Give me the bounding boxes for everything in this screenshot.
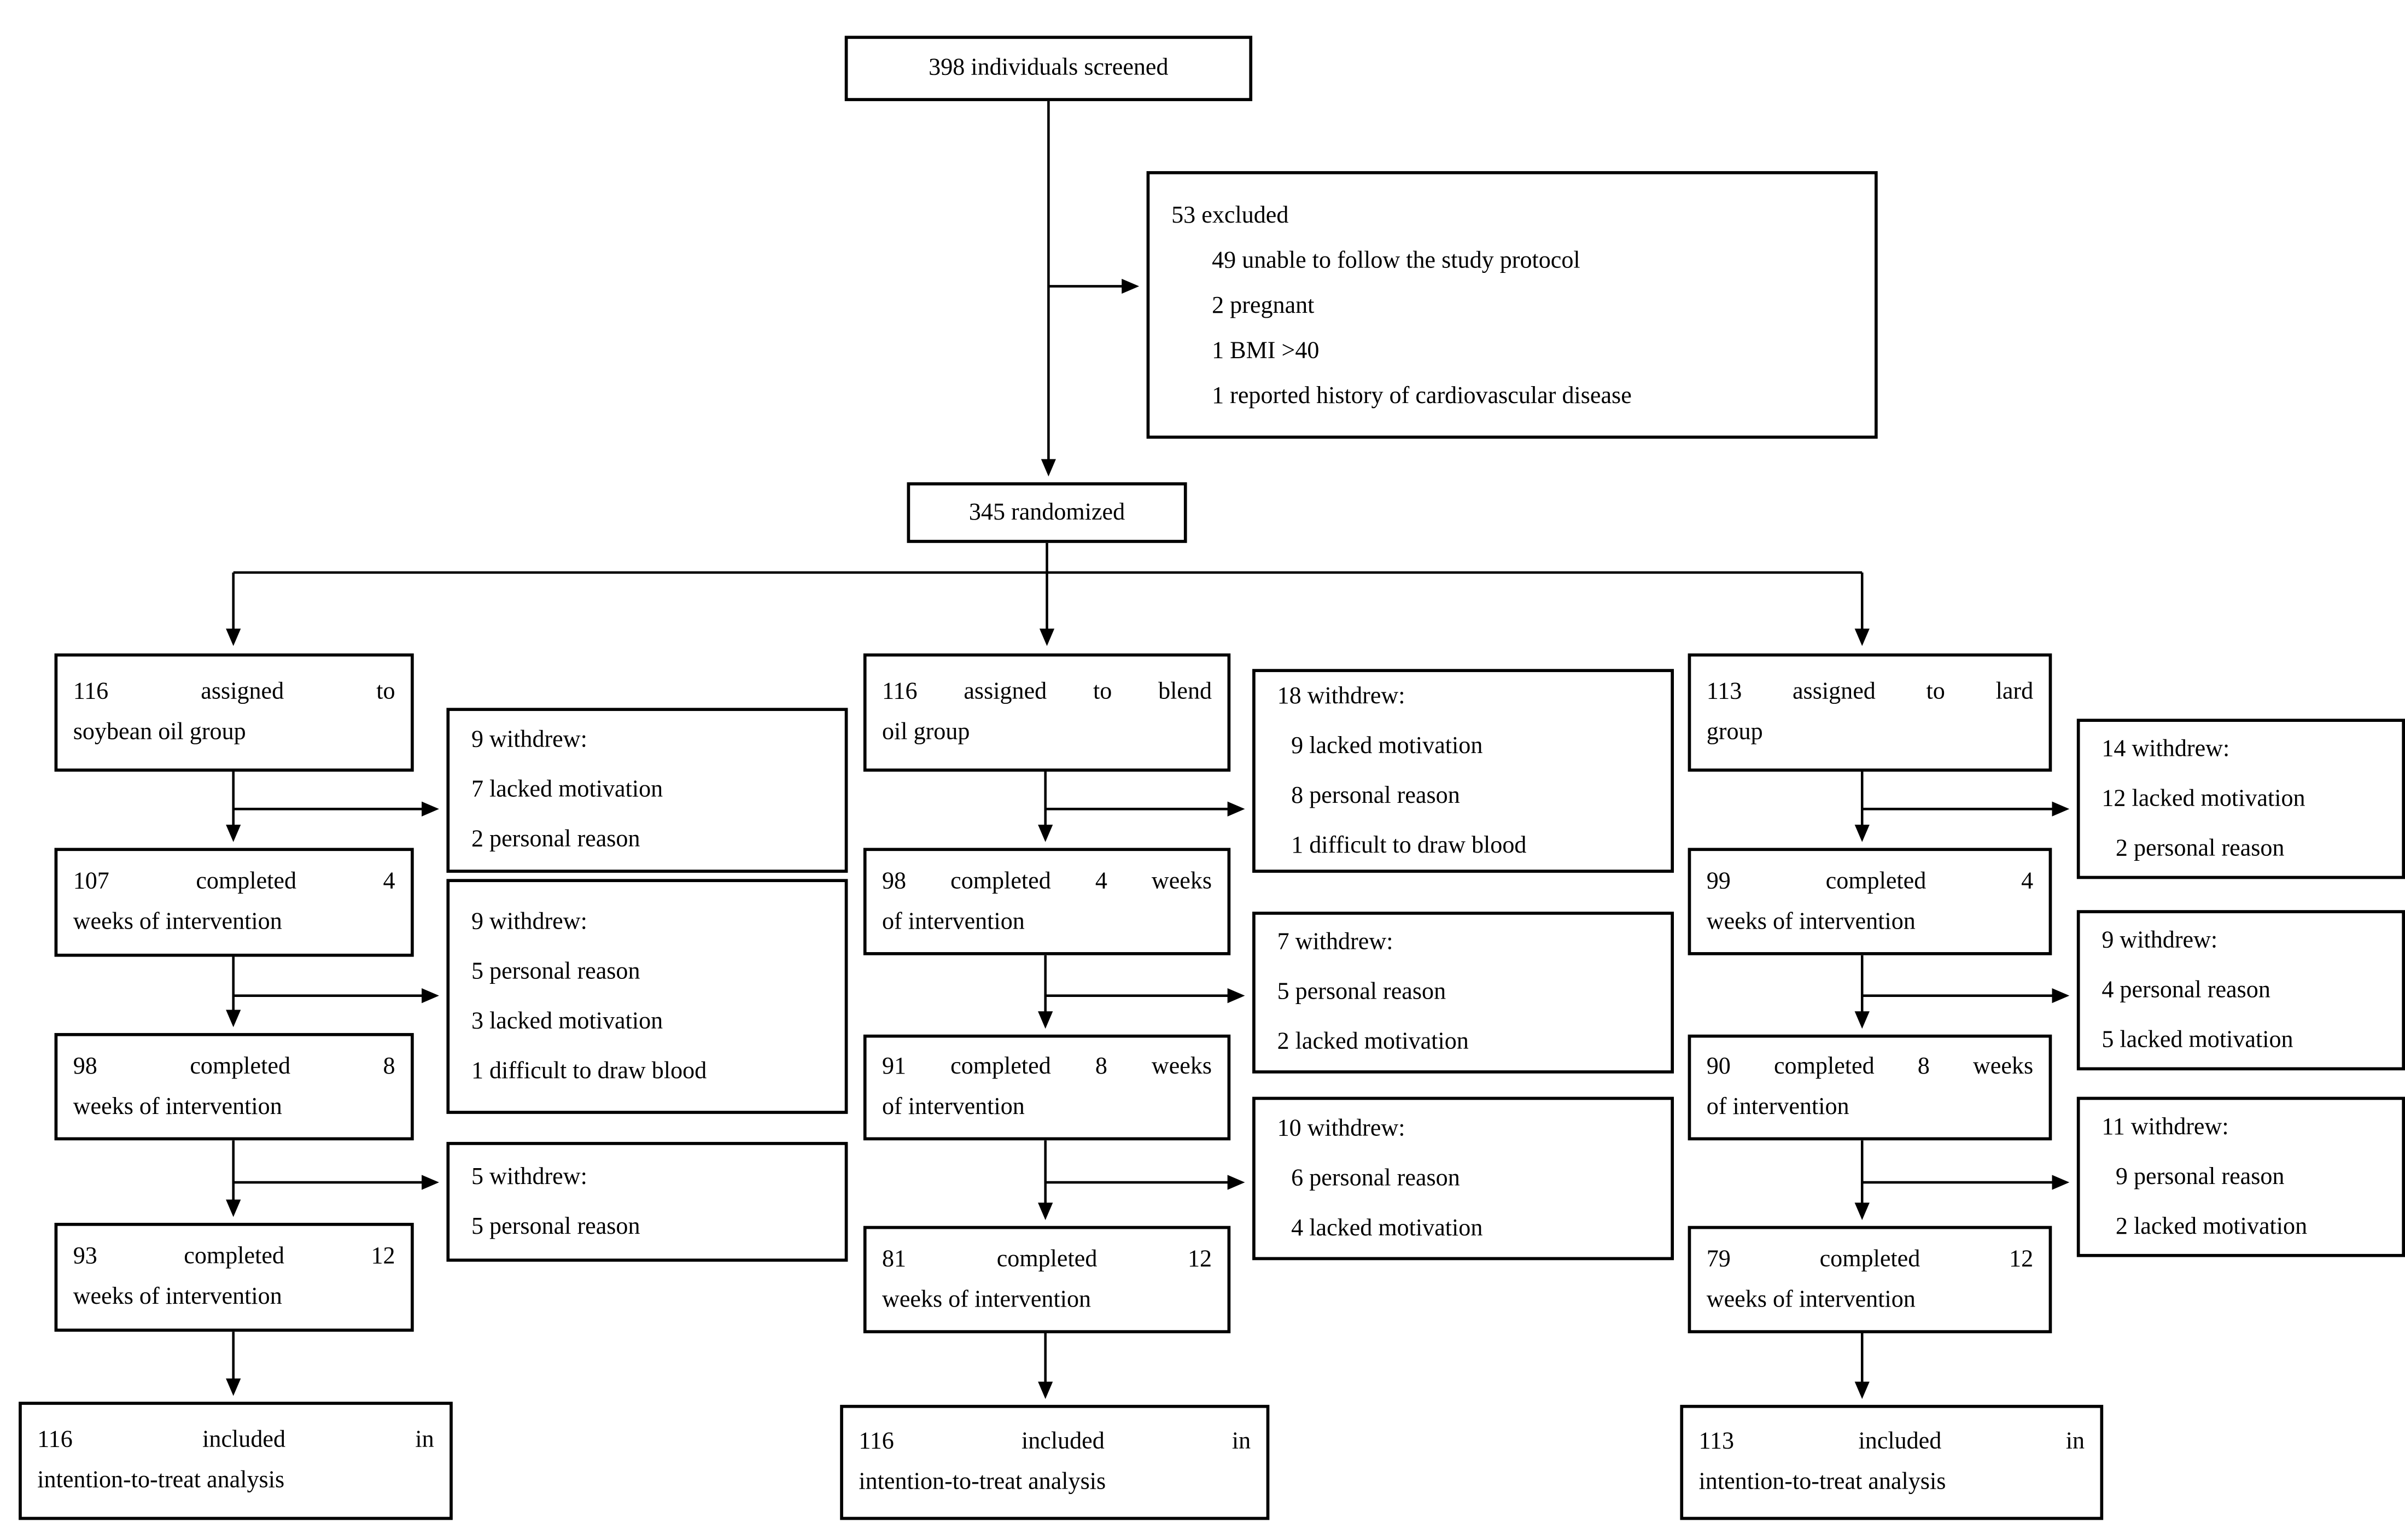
week4-line-2: weeks of intervention (73, 908, 282, 935)
week8-line-1: 98 completed 8 (73, 1052, 395, 1079)
box-blend-week4: 98 completed 4 weeks of intervention (863, 848, 1231, 955)
box-excluded: 53 excluded 49 unable to follow the stud… (1146, 171, 1878, 439)
assigned-line-2: oil group (882, 719, 970, 745)
box-lard-withdrew-1: 14 withdrew: 12 lacked motivation 2 pers… (2076, 719, 2405, 879)
week4-line-2: of intervention (882, 907, 1025, 935)
box-soybean-withdrew-1: 9 withdrew: 7 lacked motivation 2 person… (446, 708, 848, 873)
itt-line-2: intention-to-treat analysis (859, 1468, 1106, 1495)
itt-line-2: intention-to-treat analysis (37, 1467, 285, 1494)
box-blend-withdrew-2: 7 withdrew: 5 personal reason 2 lacked m… (1252, 912, 1674, 1074)
withdrew-reason-3: 1 difficult to draw blood (1291, 831, 1527, 858)
screened-label: 398 individuals screened (929, 54, 1169, 81)
withdrew-reason-1: 5 personal reason (1277, 978, 1446, 1005)
connector-lines (226, 101, 2070, 1399)
box-lard-week12: 79 completed 12 weeks of intervention (1688, 1226, 2052, 1333)
week8-line-1: 90 completed 8 weeks (1706, 1053, 2034, 1080)
withdrew-reason-2: 3 lacked motivation (471, 1007, 663, 1034)
week12-line-1: 79 completed 12 (1706, 1245, 2034, 1272)
box-randomized: 345 randomized (907, 482, 1187, 543)
week4-line-1: 107 completed 4 (73, 868, 395, 895)
withdrew-reason-2: 8 personal reason (1291, 781, 1460, 808)
box-soybean-withdrew-3: 5 withdrew: 5 personal reason (446, 1142, 848, 1262)
withdrew-reason-1: 9 personal reason (2115, 1163, 2285, 1189)
week8-line-2: weeks of intervention (73, 1093, 282, 1119)
withdrew-reason-2: 4 lacked motivation (1291, 1214, 1483, 1241)
week8-line-2: of intervention (1706, 1093, 1849, 1121)
box-soybean-assigned: 116 assigned to soybean oil group (54, 653, 414, 772)
box-lard-assigned: 113 assigned to lard group (1688, 653, 2052, 772)
withdrew-total: 5 withdrew: (471, 1163, 587, 1189)
itt-line-2: intention-to-treat analysis (1698, 1468, 1946, 1495)
box-soybean-itt: 116 included in intention-to-treat analy… (19, 1402, 453, 1520)
box-blend-assigned: 116 assigned to blend oil group (863, 653, 1231, 772)
withdrew-reason-1: 4 personal reason (2102, 976, 2270, 1003)
withdrew-reason-2: 2 personal reason (2115, 835, 2285, 861)
withdrew-total: 9 withdrew: (471, 907, 587, 935)
assigned-line-1: 113 assigned to lard (1706, 678, 2034, 705)
withdrew-reason-2: 2 lacked motivation (2115, 1212, 2308, 1239)
excluded-reason-3: 1 BMI >40 (1212, 336, 1320, 364)
itt-line-1: 116 included in (859, 1428, 1251, 1455)
withdrew-reason-1: 6 personal reason (1291, 1164, 1460, 1191)
week12-line-1: 93 completed 12 (73, 1242, 395, 1270)
box-soybean-week12: 93 completed 12 weeks of intervention (54, 1223, 414, 1332)
week12-line-1: 81 completed 12 (882, 1245, 1212, 1272)
box-lard-itt: 113 included in intention-to-treat analy… (1680, 1404, 2104, 1520)
withdrew-reason-1: 5 personal reason (471, 1212, 640, 1239)
week8-line-1: 91 completed 8 weeks (882, 1053, 1212, 1080)
box-lard-week8: 90 completed 8 weeks of intervention (1688, 1034, 2052, 1141)
excluded-reason-1: 49 unable to follow the study protocol (1212, 246, 1580, 273)
excluded-reason-4: 1 reported history of cardiovascular dis… (1212, 382, 1632, 409)
box-blend-itt: 116 included in intention-to-treat analy… (840, 1404, 1270, 1520)
week12-line-2: weeks of intervention (882, 1286, 1091, 1312)
excluded-reason-2: 2 pregnant (1212, 291, 1315, 318)
week4-line-2: weeks of intervention (1706, 907, 1916, 935)
assigned-line-1: 116 assigned to (73, 678, 395, 705)
box-soybean-week8: 98 completed 8 weeks of intervention (54, 1032, 414, 1141)
withdrew-reason-1: 5 personal reason (471, 957, 640, 984)
box-blend-withdrew-1: 18 withdrew: 9 lacked motivation 8 perso… (1252, 669, 1674, 873)
week4-line-1: 99 completed 4 (1706, 867, 2034, 894)
withdrew-total: 7 withdrew: (1277, 929, 1393, 955)
withdrew-reason-2: 2 lacked motivation (1277, 1028, 1469, 1055)
withdrew-total: 9 withdrew: (2102, 926, 2218, 953)
box-screened: 398 individuals screened (844, 36, 1253, 101)
withdrew-total: 10 withdrew: (1277, 1115, 1405, 1141)
withdrew-total: 18 withdrew: (1277, 682, 1405, 709)
excluded-total: 53 excluded (1171, 201, 1289, 228)
withdrew-reason-2: 5 lacked motivation (2102, 1026, 2293, 1053)
withdrew-reason-1: 7 lacked motivation (471, 776, 663, 803)
withdrew-total: 11 withdrew: (2102, 1113, 2229, 1140)
withdrew-reason-1: 12 lacked motivation (2102, 785, 2305, 812)
itt-line-1: 113 included in (1698, 1428, 2085, 1455)
withdrew-total: 14 withdrew: (2102, 735, 2230, 762)
assigned-line-2: soybean oil group (73, 719, 246, 745)
withdrew-total: 9 withdrew: (471, 726, 587, 753)
week12-line-2: weeks of intervention (1706, 1286, 1916, 1312)
assigned-line-1: 116 assigned to blend (882, 678, 1212, 705)
box-blend-withdrew-3: 10 withdrew: 6 personal reason 4 lacked … (1252, 1096, 1674, 1261)
week4-line-1: 98 completed 4 weeks (882, 867, 1212, 894)
box-blend-week8: 91 completed 8 weeks of intervention (863, 1034, 1231, 1141)
week12-line-2: weeks of intervention (73, 1283, 282, 1310)
withdrew-reason-3: 1 difficult to draw blood (471, 1057, 707, 1084)
withdrew-reason-1: 9 lacked motivation (1291, 732, 1483, 759)
randomized-label: 345 randomized (968, 498, 1125, 526)
box-lard-withdrew-3: 11 withdrew: 9 personal reason 2 lacked … (2076, 1096, 2405, 1257)
assigned-line-2: group (1706, 719, 1763, 745)
box-soybean-week4: 107 completed 4 weeks of intervention (54, 848, 414, 957)
box-blend-week12: 81 completed 12 weeks of intervention (863, 1226, 1231, 1333)
week8-line-2: of intervention (882, 1093, 1025, 1121)
box-soybean-withdrew-2: 9 withdrew: 5 personal reason 3 lacked m… (446, 879, 848, 1114)
itt-line-1: 116 included in (37, 1426, 434, 1454)
box-lard-withdrew-2: 9 withdrew: 4 personal reason 5 lacked m… (2076, 910, 2405, 1071)
withdrew-reason-2: 2 personal reason (471, 826, 640, 853)
box-lard-week4: 99 completed 4 weeks of intervention (1688, 848, 2052, 955)
